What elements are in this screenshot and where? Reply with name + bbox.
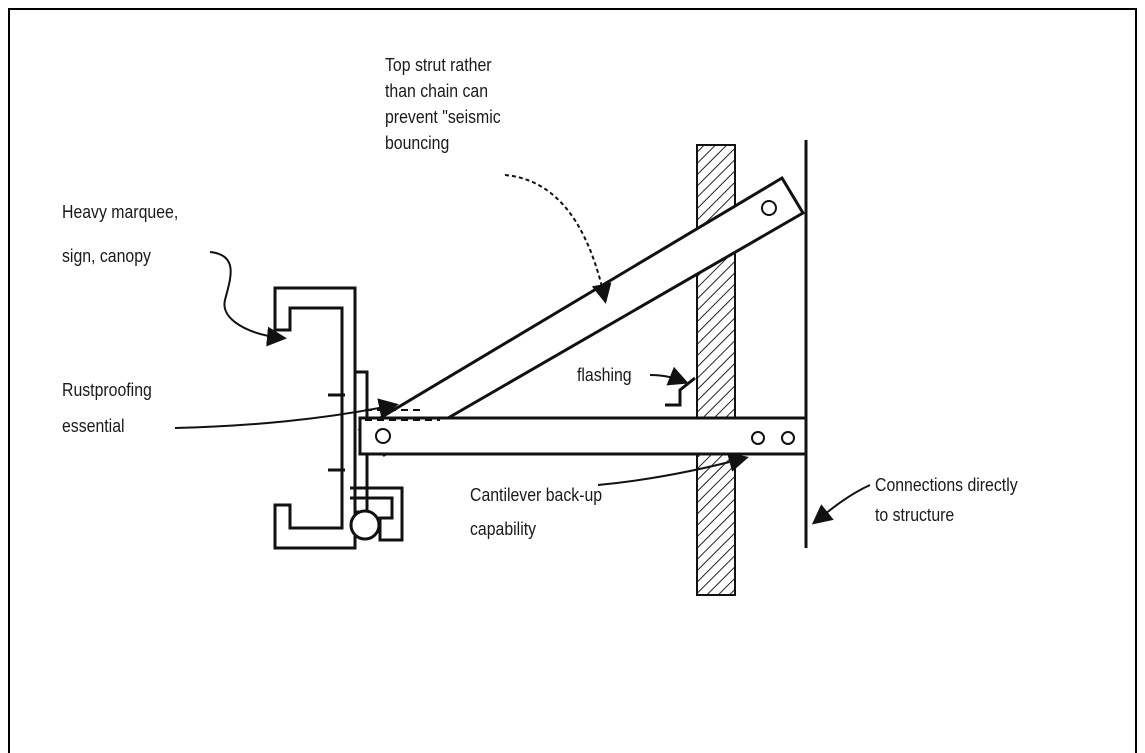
sign-bracket <box>349 370 404 542</box>
label-strut-line-1: Top strut rather <box>385 55 492 75</box>
top-strut <box>357 175 806 457</box>
label-connections-line-2: to structure <box>875 505 955 525</box>
leader-lines <box>174 174 871 525</box>
label-rustproofing-line-1: Rustproofing <box>62 380 152 400</box>
marquee-sign <box>273 286 357 550</box>
label-connections-line-1: Connections directly <box>875 475 1018 495</box>
label-connections: Connections directly to structure <box>875 470 1018 530</box>
diagram-frame <box>8 8 1137 753</box>
label-marquee: Heavy marquee, sign, canopy <box>62 190 178 278</box>
label-strut-line-4: bouncing <box>385 133 450 153</box>
label-strut-line-3: prevent "seismic <box>385 107 501 127</box>
label-marquee-line-1: Heavy marquee, <box>62 202 179 222</box>
label-flashing: flashing <box>577 365 632 385</box>
label-rustproofing: Rustproofing essential <box>62 372 152 444</box>
label-cantilever-line-1: Cantilever back-up <box>470 485 603 505</box>
cantilever-beam <box>358 409 808 456</box>
label-strut-line-2: than chain can <box>385 81 489 101</box>
label-rustproofing-line-2: essential <box>62 416 125 436</box>
label-cantilever-line-2: capability <box>470 519 537 539</box>
label-cantilever: Cantilever back-up capability <box>470 478 602 546</box>
flashing <box>665 376 696 407</box>
label-marquee-line-2: sign, canopy <box>62 246 151 266</box>
label-strut: Top strut rather than chain can prevent … <box>385 52 501 156</box>
